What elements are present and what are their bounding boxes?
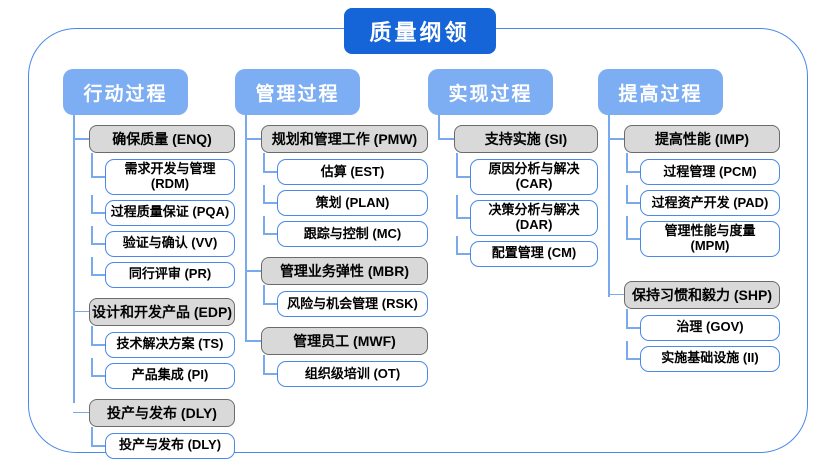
diagram-columns: 行动过程 确保质量 (ENQ) 需求开发与管理 (RDM) 过程质量保证 (PQ…	[28, 28, 808, 459]
section-title: 管理员工 (MWF)	[261, 327, 428, 355]
process-node: 原因分析与解决 (CAR)	[456, 153, 598, 195]
section-title: 提高性能 (IMP)	[624, 125, 780, 153]
column-header: 实现过程	[428, 69, 553, 115]
section-mwf: 管理员工 (MWF) 组织级培训 (OT)	[245, 327, 428, 387]
section-title: 设计和开发产品 (EDP)	[89, 297, 235, 326]
process-node: 需求开发与管理 (RDM)	[91, 153, 235, 195]
column-header: 行动过程	[63, 69, 188, 115]
process-node: 估算 (EST)	[263, 153, 428, 185]
section-mbr: 管理业务弹性 (MBR) 风险与机会管理 (RSK)	[245, 257, 428, 317]
section-title: 管理业务弹性 (MBR)	[261, 257, 428, 285]
process-node: 管理性能与度量 (MPM)	[626, 216, 780, 257]
column-action-process: 行动过程 确保质量 (ENQ) 需求开发与管理 (RDM) 过程质量保证 (PQ…	[63, 69, 235, 459]
column-header: 提高过程	[598, 69, 723, 115]
process-node: 过程管理 (PCM)	[626, 153, 780, 185]
process-node: 过程资产开发 (PAD)	[626, 185, 780, 216]
connector-trunk	[245, 115, 247, 341]
connector-trunk	[73, 115, 75, 403]
process-node: 过程质量保证 (PQA)	[91, 194, 235, 226]
diagram-title: 质量纲领	[343, 8, 496, 54]
section-imp: 提高性能 (IMP) 过程管理 (PCM) 过程资产开发 (PAD) 管理性能与…	[608, 125, 780, 257]
process-node: 实施基础设施 (II)	[626, 340, 780, 372]
column-management-process: 管理过程 规划和管理工作 (PMW) 估算 (EST) 策划 (PLAN) 跟踪…	[235, 69, 428, 387]
section-title: 确保质量 (ENQ)	[89, 125, 235, 153]
process-node: 组织级培训 (OT)	[263, 355, 428, 387]
column-header: 管理过程	[235, 69, 360, 115]
process-node: 风险与机会管理 (RSK)	[263, 285, 428, 317]
process-node: 验证与确认 (VV)	[91, 225, 235, 257]
section-si: 支持实施 (SI) 原因分析与解决 (CAR) 决策分析与解决 (DAR) 配置…	[438, 125, 598, 267]
process-node: 投产与发布 (DLY)	[91, 426, 235, 459]
process-node: 配置管理 (CM)	[456, 235, 598, 267]
section-shp: 保持习惯和毅力 (SHP) 治理 (GOV) 实施基础设施 (II)	[608, 280, 780, 372]
section-title: 支持实施 (SI)	[454, 125, 598, 153]
section-edp: 设计和开发产品 (EDP) 技术解决方案 (TS) 产品集成 (PI)	[73, 297, 235, 389]
section-enq: 确保质量 (ENQ) 需求开发与管理 (RDM) 过程质量保证 (PQA) 验证…	[73, 125, 235, 288]
process-node: 同行评审 (PR)	[91, 256, 235, 288]
process-node: 治理 (GOV)	[626, 308, 780, 341]
connector-trunk	[438, 115, 440, 139]
section-dly: 投产与发布 (DLY) 投产与发布 (DLY)	[73, 398, 235, 459]
process-node: 策划 (PLAN)	[263, 185, 428, 216]
section-title: 保持习惯和毅力 (SHP)	[624, 280, 780, 309]
process-node: 技术解决方案 (TS)	[91, 325, 235, 358]
process-node: 产品集成 (PI)	[91, 357, 235, 389]
section-title: 投产与发布 (DLY)	[89, 398, 235, 427]
section-title: 规划和管理工作 (PMW)	[261, 125, 428, 153]
column-improvement-process: 提高过程 提高性能 (IMP) 过程管理 (PCM) 过程资产开发 (PAD) …	[598, 69, 780, 372]
column-implementation-process: 实现过程 支持实施 (SI) 原因分析与解决 (CAR) 决策分析与解决 (DA…	[428, 69, 598, 267]
process-node: 决策分析与解决 (DAR)	[456, 194, 598, 236]
process-node: 跟踪与控制 (MC)	[263, 216, 428, 247]
connector-trunk	[608, 115, 610, 297]
section-pmw: 规划和管理工作 (PMW) 估算 (EST) 策划 (PLAN) 跟踪与控制 (…	[245, 125, 428, 247]
